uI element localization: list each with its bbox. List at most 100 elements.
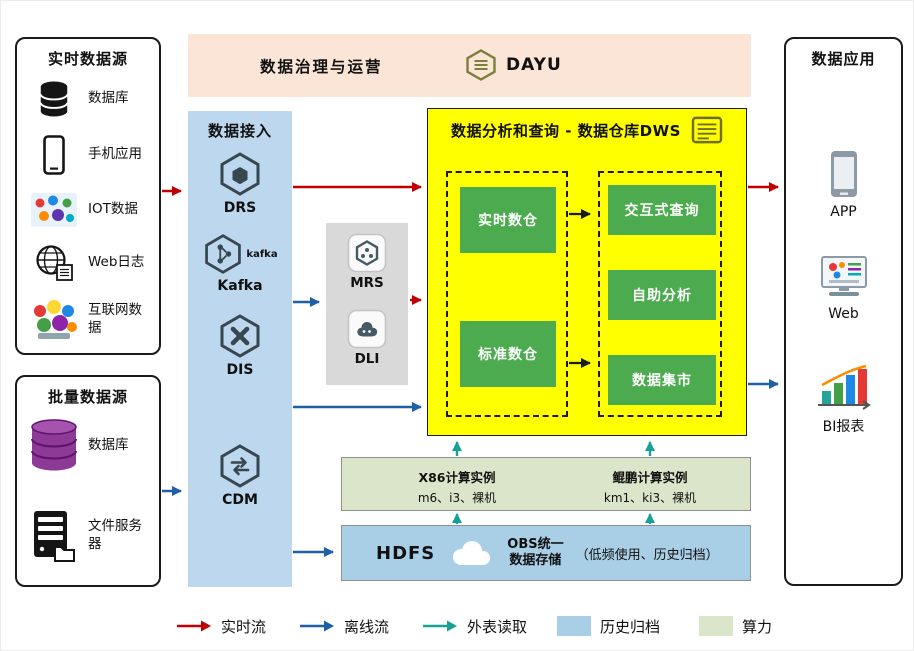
app-item-label: BI报表 xyxy=(822,419,865,435)
legend-external-arrow-icon xyxy=(423,620,457,632)
dis-icon xyxy=(220,314,260,358)
self-service-analysis-box: 自助分析 xyxy=(608,270,716,320)
dws-warehouse-group: 实时数仓 标准数仓 xyxy=(446,171,568,417)
legend-offline-flow: 离线流 xyxy=(299,613,389,639)
dayu-icon xyxy=(466,49,496,81)
hdfs-label: HDFS xyxy=(376,542,436,564)
obs-line1: OBS统一 xyxy=(507,536,564,552)
legend-archive-swatch xyxy=(557,616,591,636)
obs-line2: 数据存储 xyxy=(509,553,562,568)
middleware-panel: MRS DLI xyxy=(326,223,408,385)
kunpeng-compute-title: 鲲鹏计算实例 xyxy=(612,470,688,485)
database-icon xyxy=(29,79,79,119)
realtime-warehouse-box: 实时数仓 xyxy=(460,187,556,253)
realtime-sources-panel: 实时数据源 数据库 手机应用 xyxy=(15,37,161,355)
legend-realtime-flow: 实时流 xyxy=(176,613,266,639)
x86-compute-detail: m6、i3、裸机 xyxy=(417,491,497,505)
service-drs: DRS xyxy=(188,151,292,216)
source-item-weblog: Web日志 xyxy=(29,241,153,285)
legend-offline-arrow-icon xyxy=(300,620,334,632)
dws-panel: 数据分析和查询 - 数据仓库DWS 实时数仓 标准数仓 交互式查询 自助分析 数… xyxy=(427,108,747,436)
interactive-query-box: 交互式查询 xyxy=(608,185,716,235)
kunpeng-compute-detail: km1、ki3、裸机 xyxy=(603,491,697,505)
service-dis: DIS xyxy=(188,313,292,378)
service-mrs: MRS xyxy=(326,233,408,291)
source-item-label: 文件服务器 xyxy=(88,518,142,552)
dayu-logo-text: DAYU xyxy=(506,55,562,75)
cdm-icon xyxy=(220,444,260,488)
source-item-file-server: 文件服务器 xyxy=(29,508,153,564)
data-apps-title: 数据应用 xyxy=(811,50,876,68)
service-dli: DLI xyxy=(326,309,408,367)
app-item-app: APP xyxy=(786,149,901,220)
mrs-icon xyxy=(347,233,387,273)
source-item-label: 数据库 xyxy=(88,437,129,454)
governance-title: 数据治理与运营 xyxy=(260,58,383,76)
batch-sources-panel: 批量数据源 数据库 xyxy=(15,375,161,587)
source-item-mobile-app: 手机应用 xyxy=(29,133,153,177)
dli-icon xyxy=(347,309,387,349)
kafka-icon xyxy=(205,234,242,274)
data-access-title: 数据接入 xyxy=(207,122,272,140)
source-item-label: Web日志 xyxy=(88,254,145,271)
file-server-icon xyxy=(29,509,79,563)
database-purple-icon xyxy=(29,419,79,473)
standard-warehouse-box: 标准数仓 xyxy=(460,321,556,387)
service-label: Kafka xyxy=(217,278,263,294)
legend-realtime-arrow-icon xyxy=(177,620,211,632)
source-item-iot: IOT数据 xyxy=(29,188,153,232)
realtime-sources-title: 实时数据源 xyxy=(47,50,128,68)
app-item-label: Web xyxy=(828,306,859,322)
kafka-icon-row: kafka xyxy=(188,233,292,275)
service-label: MRS xyxy=(350,275,384,291)
dws-title: 数据分析和查询 - 数据仓库DWS xyxy=(451,121,681,140)
dws-analysis-group: 交互式查询 自助分析 数据集市 xyxy=(598,171,722,417)
source-item-internet-data: 互联网数据 xyxy=(29,296,153,344)
dws-title-row: 数据分析和查询 - 数据仓库DWS xyxy=(428,109,746,144)
app-item-bi: BI报表 xyxy=(786,361,901,436)
phone-icon xyxy=(29,135,79,175)
app-item-web: Web xyxy=(786,255,901,322)
web-log-icon xyxy=(29,244,79,282)
service-kafka: kafka Kafka xyxy=(188,233,292,294)
obs-cloud-icon xyxy=(453,541,491,565)
drs-icon xyxy=(220,152,260,196)
compute-instances-bar: X86计算实例 m6、i3、裸机 鲲鹏计算实例 km1、ki3、裸机 xyxy=(341,457,751,511)
source-item-label: 数据库 xyxy=(88,90,129,107)
legend-label: 算力 xyxy=(742,617,773,636)
governance-bar: 数据治理与运营 DAYU xyxy=(188,34,751,97)
legend-label: 离线流 xyxy=(344,617,390,636)
dws-report-icon xyxy=(691,116,723,144)
source-item-database: 数据库 xyxy=(29,77,153,121)
bi-chart-icon xyxy=(817,364,871,410)
service-label: DRS xyxy=(223,200,257,216)
service-label: DIS xyxy=(226,362,254,378)
app-phone-icon xyxy=(830,151,857,197)
obs-storage-label: OBS统一 数据存储 xyxy=(507,537,563,570)
legend-label: 历史归档 xyxy=(600,617,661,636)
legend-external-read: 外表读取 xyxy=(422,613,527,639)
storage-note: （低频使用、历史归档） xyxy=(575,547,719,563)
legend-compute-swatch xyxy=(699,616,733,636)
data-access-panel: 数据接入 DRS kafka Kafka xyxy=(188,111,292,587)
batch-sources-title: 批量数据源 xyxy=(47,388,128,406)
legend-label: 外表读取 xyxy=(467,617,528,636)
iot-icon xyxy=(29,193,79,227)
service-cdm: CDM xyxy=(188,443,292,508)
dayu-logo: DAYU xyxy=(464,48,562,82)
source-item-label: 互联网数据 xyxy=(88,302,142,336)
data-apps-panel: 数据应用 APP Web xyxy=(784,37,903,586)
storage-bar: HDFS OBS统一 数据存储 （低频使用、历史归档） xyxy=(341,525,751,581)
source-item-batch-database: 数据库 xyxy=(29,418,153,474)
kafka-wordmark: kafka xyxy=(246,248,278,260)
internet-data-icon xyxy=(29,299,79,341)
data-mart-box: 数据集市 xyxy=(608,355,716,405)
source-item-label: 手机应用 xyxy=(88,146,142,163)
service-label: DLI xyxy=(354,351,380,367)
legend-history-archive: 历史归档 xyxy=(557,613,660,639)
kunpeng-compute-group: 鲲鹏计算实例 km1、ki3、裸机 xyxy=(565,467,735,506)
x86-compute-group: X86计算实例 m6、i3、裸机 xyxy=(372,467,542,506)
legend-compute-power: 算力 xyxy=(699,613,772,639)
source-item-label: IOT数据 xyxy=(88,201,138,218)
